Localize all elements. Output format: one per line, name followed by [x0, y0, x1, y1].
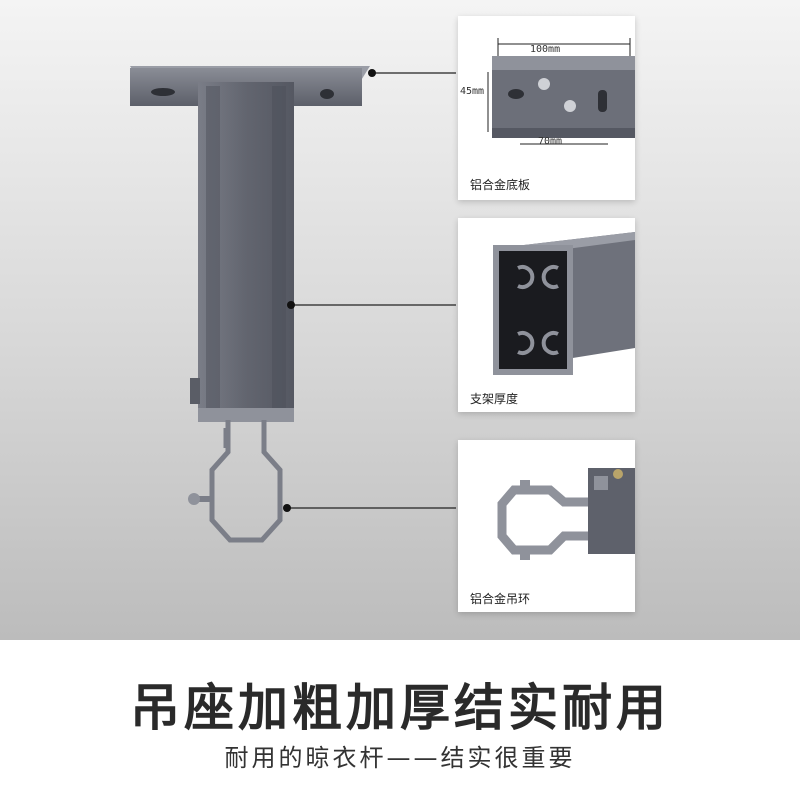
text-band [0, 640, 800, 800]
detail-panel-base-plate: 100mm 45mm 70mm 铝合金底板 [458, 16, 635, 200]
hanger-ring-detail-image [497, 468, 635, 560]
hanger-ring [209, 420, 283, 543]
panel-caption-base-plate: 铝合金底板 [470, 178, 531, 192]
dimension-height-label: 45mm [460, 86, 485, 97]
tube-section-detail-image [493, 232, 635, 375]
headline: 吊座加粗加厚结实耐用 [130, 679, 670, 737]
ceiling-bracket-illustration [130, 66, 370, 543]
support-tube [190, 82, 294, 422]
detail-panel-tube-thickness: 支架厚度 [458, 218, 635, 412]
product-stage: 100mm 45mm 70mm 铝合金底板 支架厚度 铝合金吊环 [0, 0, 800, 640]
ring-screw [188, 493, 214, 505]
subline: 耐用的晾衣杆——结实很重要 [224, 744, 576, 772]
panel-caption-tube-thickness: 支架厚度 [470, 392, 519, 406]
dimension-width-label: 100mm [530, 44, 561, 55]
base-plate-detail-image [487, 38, 635, 145]
detail-panel-hanger-ring: 铝合金吊环 [458, 440, 635, 612]
panel-caption-hanger-ring: 铝合金吊环 [470, 592, 531, 606]
dimension-hole-label: 70mm [538, 136, 563, 147]
